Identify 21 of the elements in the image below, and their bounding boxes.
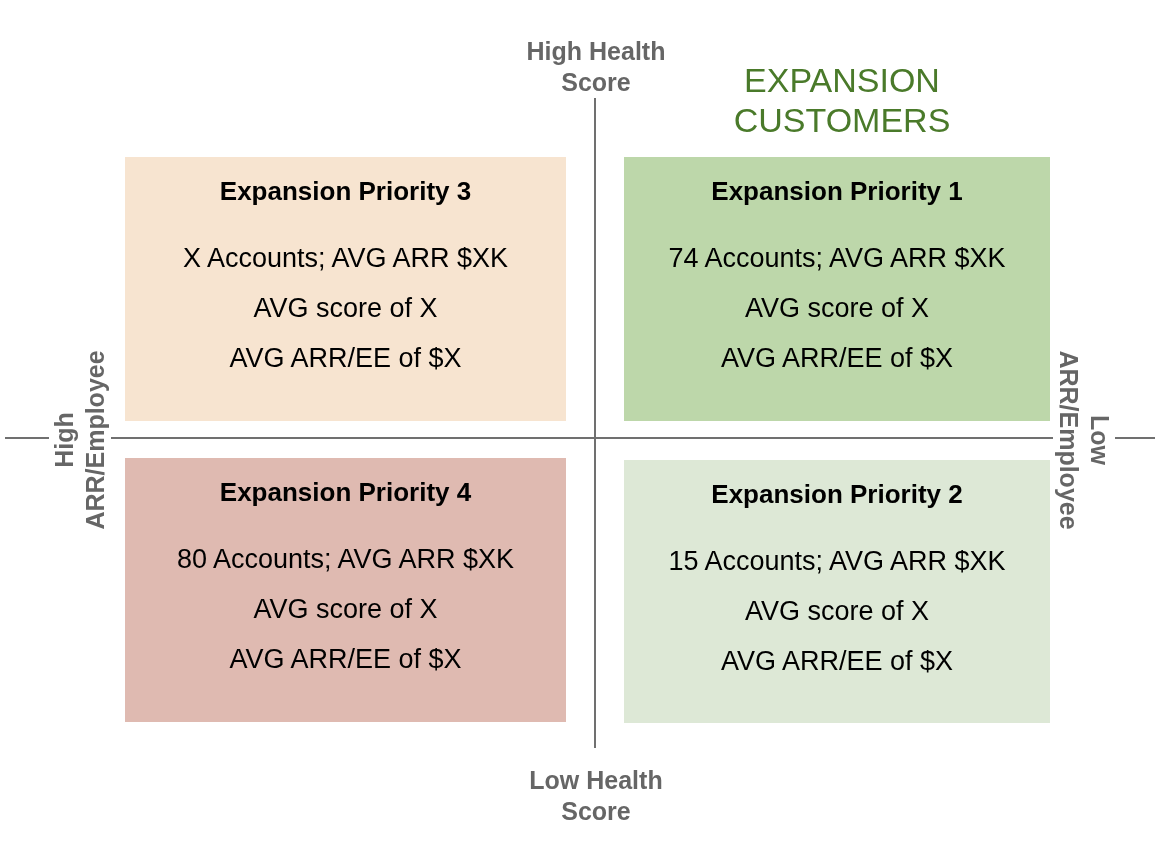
quadrant-stat: AVG score of X xyxy=(253,292,438,325)
quadrant-stat: AVG ARR/EE of $X xyxy=(720,342,954,375)
quadrant-heading: Expansion Priority 1 xyxy=(711,177,963,205)
quadrant-stat: AVG ARR/EE of $X xyxy=(229,342,462,375)
quadrant-stat: AVG score of X xyxy=(744,292,930,325)
quadrant-heading: Expansion Priority 4 xyxy=(219,478,472,506)
quadrant-heading: Expansion Priority 3 xyxy=(219,177,472,205)
quadrant-heading: Expansion Priority 2 xyxy=(711,480,963,508)
quadrant-stat: AVG ARR/EE of $X xyxy=(229,643,462,676)
quadrant-panel xyxy=(624,157,1050,421)
quadrant-stat: AVG ARR/EE of $X xyxy=(720,645,954,678)
quadrant-panel xyxy=(125,157,566,421)
quadrant-stat: 80 Accounts; AVG ARR $XK xyxy=(176,543,515,576)
quadrant-stat: AVG score of X xyxy=(744,595,930,628)
diagram-title: EXPANSION CUSTOMERS xyxy=(732,60,952,140)
quadrant-panel xyxy=(125,458,566,722)
quadrant-stat: AVG score of X xyxy=(253,593,438,626)
quadrant-stat: X Accounts; AVG ARR $XK xyxy=(182,242,509,275)
quadrant-stat: 74 Accounts; AVG ARR $XK xyxy=(668,242,1006,275)
quadrant-panel xyxy=(624,460,1050,723)
quadrant-stat: 15 Accounts; AVG ARR $XK xyxy=(668,545,1006,578)
